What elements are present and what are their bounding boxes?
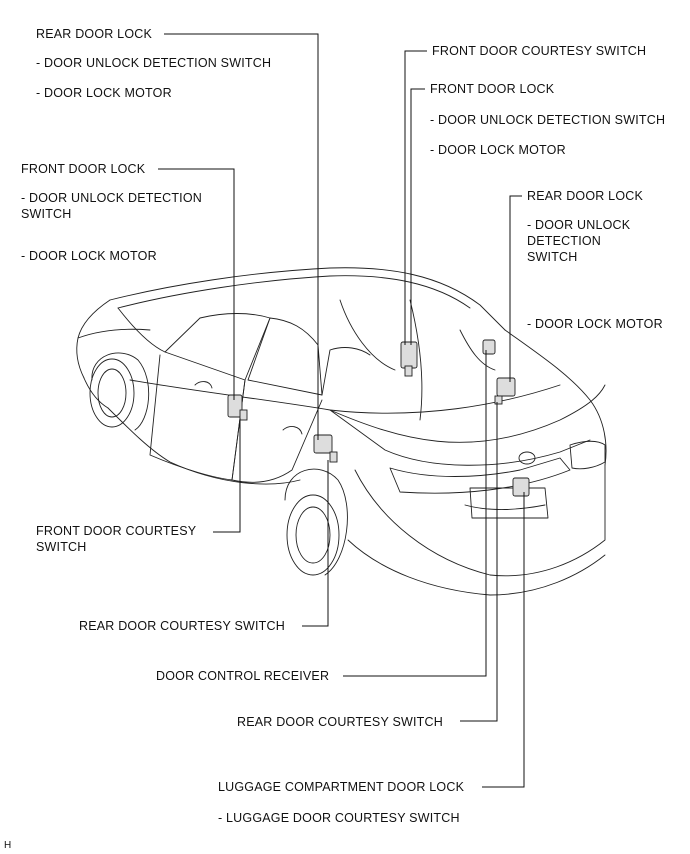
front-door-courtesy-switch-right-part	[404, 365, 413, 377]
front-door-lock-left-part	[227, 394, 243, 418]
label-rear-door-courtesy-switch-right: REAR DOOR COURTESY SWITCH	[237, 715, 443, 729]
label-rear-door-lock-right-sub2: - DOOR LOCK MOTOR	[527, 317, 663, 331]
label-front-door-lock-left: FRONT DOOR LOCK	[21, 162, 146, 176]
car-body-outline	[76, 267, 607, 596]
front-door-lock-right-part	[400, 341, 418, 369]
label-rear-door-lock-left: REAR DOOR LOCK	[36, 27, 153, 41]
rear-door-lock-right-part	[496, 377, 516, 397]
leader-front-door-lock-left	[158, 168, 235, 400]
label-front-door-lock-right-sub2: - DOOR LOCK MOTOR	[430, 143, 566, 157]
label-front-door-courtesy-switch-right: FRONT DOOR COURTESY SWITCH	[432, 44, 647, 58]
leader-rear-door-courtesy-switch-right	[460, 402, 498, 722]
leader-front-door-lock-right	[410, 88, 425, 345]
leader-front-door-courtesy-switch-left	[213, 418, 241, 533]
leader-door-control-receiver	[343, 350, 487, 677]
label-rear-door-lock-right-sub1: - DOOR UNLOCK DETECTION SWITCH	[527, 218, 631, 264]
leader-front-door-courtesy-switch-right	[404, 50, 427, 345]
rear-door-courtesy-switch-left-part	[329, 451, 338, 463]
leader-lines	[158, 33, 525, 788]
label-rear-door-lock-right: REAR DOOR LOCK	[527, 189, 644, 203]
front-door-courtesy-switch-left-part	[239, 409, 248, 421]
label-front-door-lock-left-sub2: - DOOR LOCK MOTOR	[21, 249, 157, 263]
label-rear-door-lock-left-sub1: - DOOR UNLOCK DETECTION SWITCH	[36, 56, 272, 70]
leader-rear-door-courtesy-switch-left	[302, 460, 329, 627]
luggage-door-lock-part	[512, 477, 530, 497]
label-rear-door-courtesy-switch-left: REAR DOOR COURTESY SWITCH	[79, 619, 285, 633]
leader-rear-door-lock-right	[509, 195, 522, 382]
label-front-door-courtesy-switch-left: FRONT DOOR COURTESY SWITCH	[36, 524, 197, 554]
door-control-receiver-part	[482, 339, 496, 355]
rear-door-lock-left-part	[313, 434, 333, 454]
rear-door-courtesy-switch-right-part	[494, 395, 503, 405]
figure-code: H	[4, 840, 12, 851]
label-front-door-lock-right-sub1: - DOOR UNLOCK DETECTION SWITCH	[430, 113, 666, 127]
label-front-door-lock-right: FRONT DOOR LOCK	[430, 82, 555, 96]
leader-luggage-door-lock	[482, 492, 525, 788]
label-rear-door-lock-left-sub2: - DOOR LOCK MOTOR	[36, 86, 172, 100]
leader-rear-door-lock-left	[164, 33, 319, 440]
label-door-control-receiver: DOOR CONTROL RECEIVER	[156, 669, 330, 683]
label-front-door-lock-left-sub1: - DOOR UNLOCK DETECTION SWITCH	[21, 191, 202, 221]
label-luggage-compartment-door-lock: LUGGAGE COMPARTMENT DOOR LOCK	[218, 780, 465, 794]
label-luggage-door-courtesy-switch: - LUGGAGE DOOR COURTESY SWITCH	[218, 811, 460, 825]
